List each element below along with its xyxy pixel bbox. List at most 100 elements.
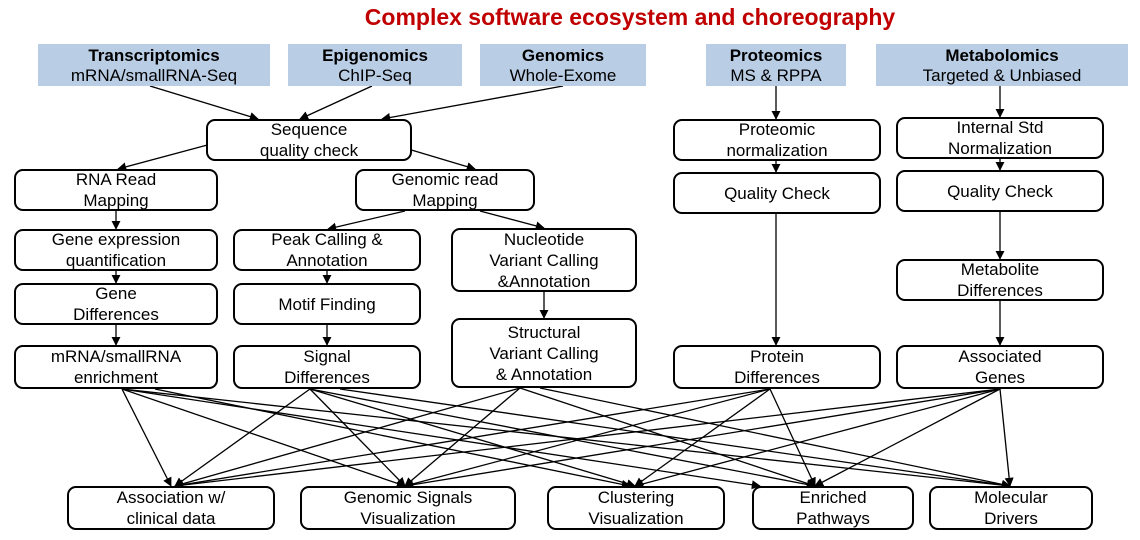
node-label-line: Enriched — [799, 488, 867, 507]
node-label-line: Genomic read — [391, 170, 499, 189]
edge-arrow — [299, 85, 373, 120]
edge-arrow — [327, 210, 406, 232]
node-gene-expr: Gene expression quantification — [14, 229, 218, 271]
node-peak-calling: Peak Calling & Annotation — [233, 229, 421, 271]
edge-arrow — [174, 387, 521, 489]
edge-arrow — [174, 388, 1001, 490]
node-label-line: Associated — [958, 347, 1042, 366]
edge-arrow — [814, 388, 1001, 487]
node-label-line: Signal — [303, 347, 351, 366]
node-label-line: Variant Calling — [489, 343, 599, 363]
node-label-line: Quality Check — [947, 181, 1053, 201]
node-label-line: clinical data — [126, 509, 216, 528]
node-label-line: Gene — [95, 284, 137, 303]
node-label-line: & Annotation — [495, 364, 593, 384]
node-label-line: Motif Finding — [278, 294, 376, 314]
node-label-line: Normalization — [948, 139, 1052, 158]
node-seq-qc: Sequence quality check — [206, 119, 412, 161]
edge-arrow — [121, 388, 1011, 490]
node-label-line: Nucleotide — [503, 229, 585, 249]
node-label-line: Differences — [73, 305, 159, 324]
node-label-line: Gene expression — [51, 230, 181, 249]
node-mrna-enrich: mRNA/smallRNA enrichment — [14, 345, 218, 389]
edge-arrow — [149, 85, 259, 121]
source-subtitle: Targeted & Unbiased — [922, 66, 1082, 85]
diagram-title: Complex software ecosystem and choreogra… — [364, 4, 896, 30]
node-met-qc: Quality Check — [896, 170, 1104, 212]
node-label-line: Internal Std — [956, 118, 1044, 137]
edge-arrow — [121, 388, 172, 487]
node-label-line: Drivers — [984, 509, 1038, 528]
source-subtitle: ChIP-Seq — [338, 66, 412, 85]
node-label-line: Sequence — [270, 120, 348, 139]
edge-arrow — [339, 388, 1011, 490]
source-heading: Genomics — [521, 46, 605, 65]
source-heading: Proteomics — [729, 46, 823, 65]
source-subtitle: Whole-Exome — [509, 66, 617, 85]
node-label-line: Mapping — [83, 191, 149, 210]
edge-arrow — [519, 387, 816, 488]
node-label-line: Differences — [734, 368, 820, 387]
edge-arrow — [539, 387, 1011, 489]
edge-arrow — [404, 388, 1001, 490]
edge-arrow — [309, 388, 816, 489]
node-out-clinical: Association w/clinical data — [67, 486, 275, 530]
source-subtitle: MS & RPPA — [730, 66, 822, 85]
node-label-line: Molecular — [974, 488, 1048, 507]
node-label-line: normalization — [726, 141, 828, 160]
node-label-line: Structural — [507, 322, 581, 342]
edge-arrow — [309, 388, 406, 487]
node-label-line: &Annotation — [497, 271, 591, 291]
node-label-line: Association w/ — [116, 488, 226, 507]
edge-arrow — [174, 388, 771, 490]
node-label-line: enrichment — [73, 368, 159, 387]
node-prot-qc: Quality Check — [673, 172, 881, 214]
node-label-line: RNA Read — [75, 170, 157, 189]
edge-arrow — [999, 388, 1014, 487]
node-label-line: Differences — [957, 281, 1043, 300]
node-label-line: mRNA/smallRNA — [50, 347, 182, 366]
edge-arrow — [121, 388, 406, 488]
node-label-line: Annotation — [286, 251, 368, 270]
node-label-line: Pathways — [796, 509, 870, 528]
node-label-line: Peak Calling & — [271, 230, 383, 249]
source-heading: Transcriptomics — [88, 46, 220, 65]
node-label-line: Metabolite — [960, 260, 1040, 279]
node-label-line: quantification — [65, 251, 167, 270]
node-label-line: Quality Check — [724, 183, 830, 203]
edge-arrow — [479, 210, 545, 231]
node-label-line: Genes — [974, 368, 1026, 387]
node-label-line: Clustering — [597, 488, 675, 507]
node-label-line: Visualization — [360, 509, 456, 528]
edge-arrow — [634, 388, 1001, 489]
edge-arrow — [174, 388, 311, 487]
node-label-line: Differences — [284, 368, 370, 387]
source-heading: Epigenomics — [322, 46, 428, 65]
edge-arrow — [154, 388, 631, 489]
edge-arrow — [381, 85, 564, 123]
node-label-line: Genomic Signals — [343, 488, 473, 507]
node-label-line: quality check — [259, 141, 359, 160]
edge-arrow — [404, 387, 521, 487]
node-label-line: Visualization — [588, 509, 684, 528]
